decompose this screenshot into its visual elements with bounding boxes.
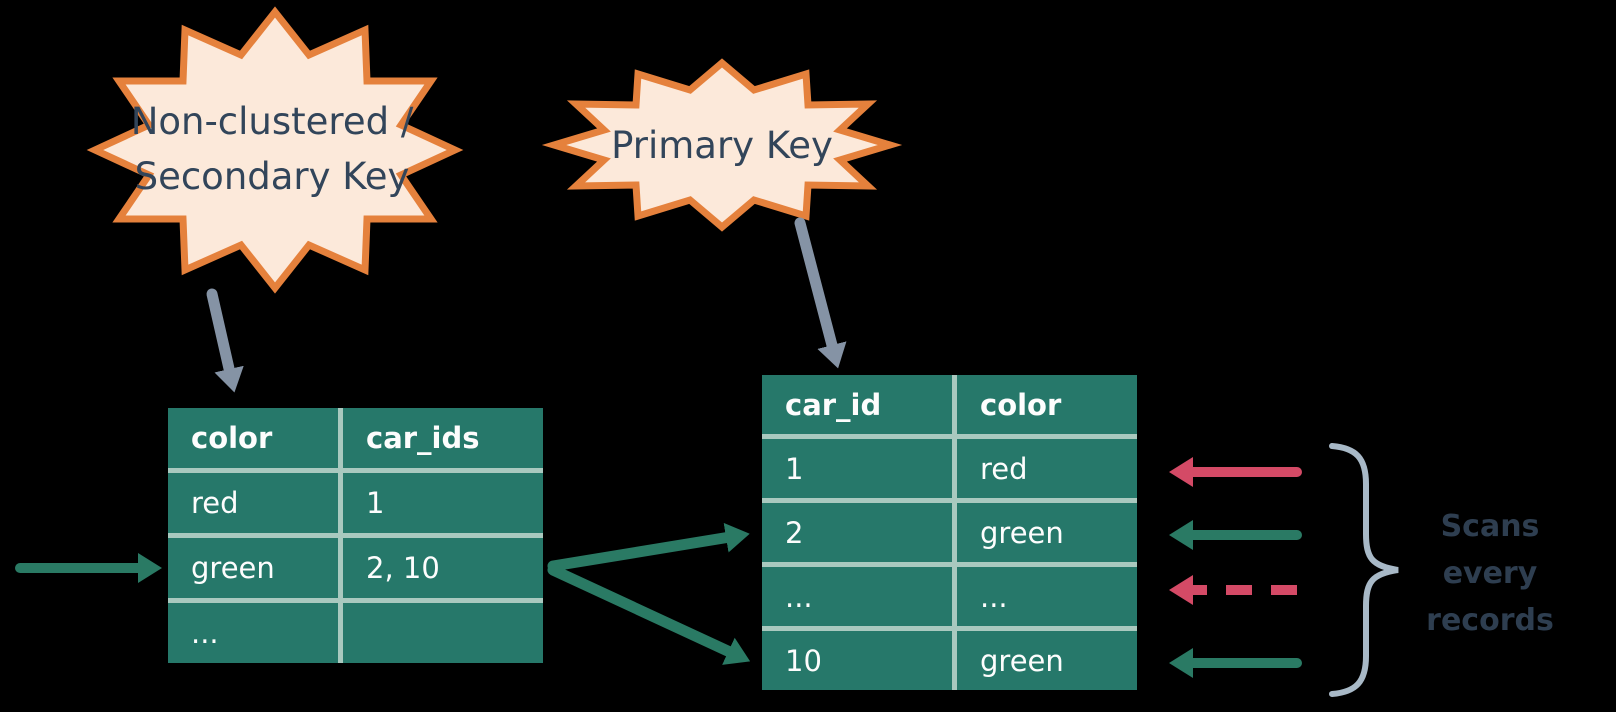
left-table-cell bbox=[343, 603, 543, 663]
right-table-cell: green bbox=[957, 631, 1137, 690]
secondary-key-callout-label: Non-clustered / Secondary Key bbox=[82, 94, 462, 204]
left-table-header-color: color bbox=[168, 408, 338, 468]
secondary-key-line1: Non-clustered / bbox=[130, 100, 414, 143]
right-table-cell: 1 bbox=[762, 439, 952, 498]
primary-callout-arrow bbox=[794, 217, 847, 369]
scan-note-line: records bbox=[1426, 603, 1554, 638]
scan-note-line: every bbox=[1442, 556, 1538, 591]
right-table-cell: green bbox=[957, 503, 1137, 562]
secondary-key-line2: Secondary Key bbox=[134, 155, 410, 198]
scan-brace bbox=[1329, 443, 1399, 697]
primary-key-table: car_id color 1 red 2 green ... ... 10 gr… bbox=[762, 375, 1137, 690]
left-table-cell: 1 bbox=[343, 473, 543, 533]
left-table-header-car-ids: car_ids bbox=[343, 408, 543, 468]
left-table-cell: red bbox=[168, 473, 338, 533]
right-table-cell: red bbox=[957, 439, 1137, 498]
right-table-cell: ... bbox=[762, 567, 952, 626]
right-table-header-color: color bbox=[957, 375, 1137, 434]
left-table-cell: ... bbox=[168, 603, 338, 663]
right-table-cell: 10 bbox=[762, 631, 952, 690]
lookup-arrow-car10 bbox=[547, 564, 751, 665]
lookup-arrow-car2 bbox=[547, 522, 750, 572]
right-table-header-car-id: car_id bbox=[762, 375, 952, 434]
left-table-cell: green bbox=[168, 538, 338, 598]
secondary-index-table: color car_ids red 1 green 2, 10 ... bbox=[168, 408, 543, 663]
primary-key-callout-label: Primary Key bbox=[572, 118, 872, 173]
right-table-cell: ... bbox=[957, 567, 1137, 626]
secondary-callout-arrow bbox=[206, 288, 244, 393]
primary-key-callout-burst bbox=[541, 58, 903, 232]
scan-note-line: Scans bbox=[1440, 509, 1540, 544]
secondary-key-callout-burst bbox=[86, 6, 464, 294]
primary-key-line1: Primary Key bbox=[611, 124, 833, 167]
scan-note: Scans every records bbox=[1390, 503, 1590, 644]
right-table-cell: 2 bbox=[762, 503, 952, 562]
left-table-cell: 2, 10 bbox=[343, 538, 543, 598]
